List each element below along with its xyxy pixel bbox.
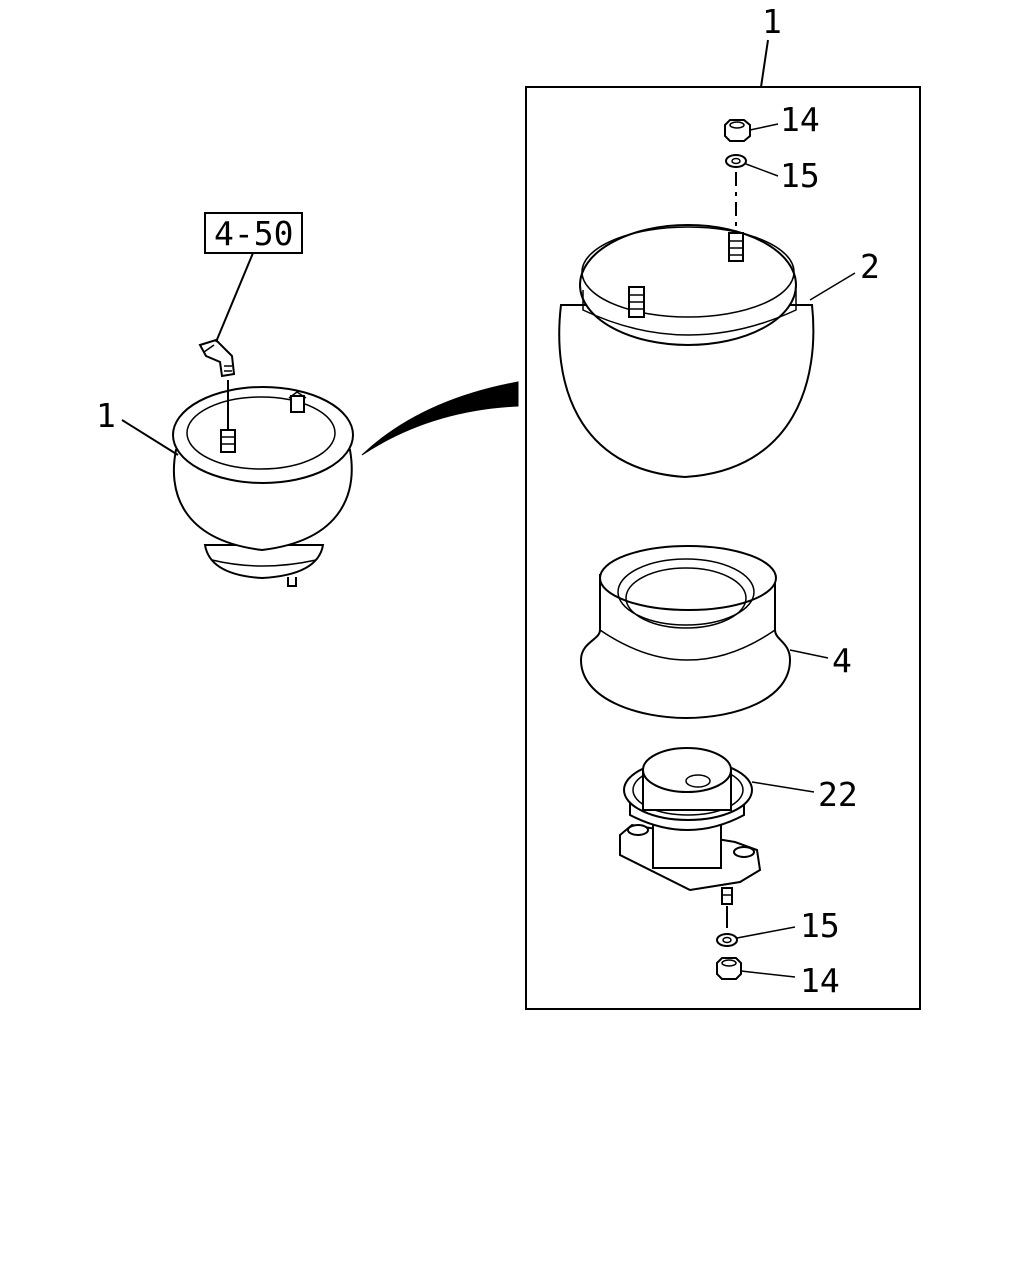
- label-assembly-left: 1: [96, 396, 116, 435]
- elbow-fitting: [198, 338, 236, 378]
- leader-assembly-left: [121, 419, 179, 456]
- label-nut-top: 14: [780, 100, 820, 139]
- reference-label: 4-50: [214, 214, 293, 253]
- top-stud-left: [220, 429, 236, 453]
- label-nut-bottom: 14: [800, 961, 840, 1000]
- detail-connector: [361, 381, 519, 456]
- assembled-air-spring: [172, 338, 354, 587]
- bellows-stud-left: [628, 286, 645, 318]
- nut-top: [724, 119, 751, 142]
- label-base-mount: 22: [818, 775, 858, 814]
- detail-panel-frame: [525, 86, 921, 1010]
- washer-bottom: [716, 933, 738, 947]
- base-stud: [721, 887, 733, 905]
- leader-assembly-top: [760, 39, 769, 88]
- label-piston-ring: 4: [832, 641, 852, 680]
- reference-leader: [215, 252, 254, 343]
- reference-box: [204, 212, 303, 254]
- label-washer-top: 15: [780, 156, 820, 195]
- label-assembly-top: 1: [762, 2, 782, 41]
- washer-top: [725, 154, 747, 168]
- nut-bottom: [716, 957, 742, 980]
- top-stud-right: [288, 391, 307, 413]
- label-washer-bottom: 15: [800, 906, 840, 945]
- bellows: [558, 224, 815, 479]
- bellows-stud-right: [728, 232, 744, 262]
- piston-ring: [579, 545, 792, 720]
- label-bellows: 2: [860, 247, 880, 286]
- base-mount: [619, 747, 762, 905]
